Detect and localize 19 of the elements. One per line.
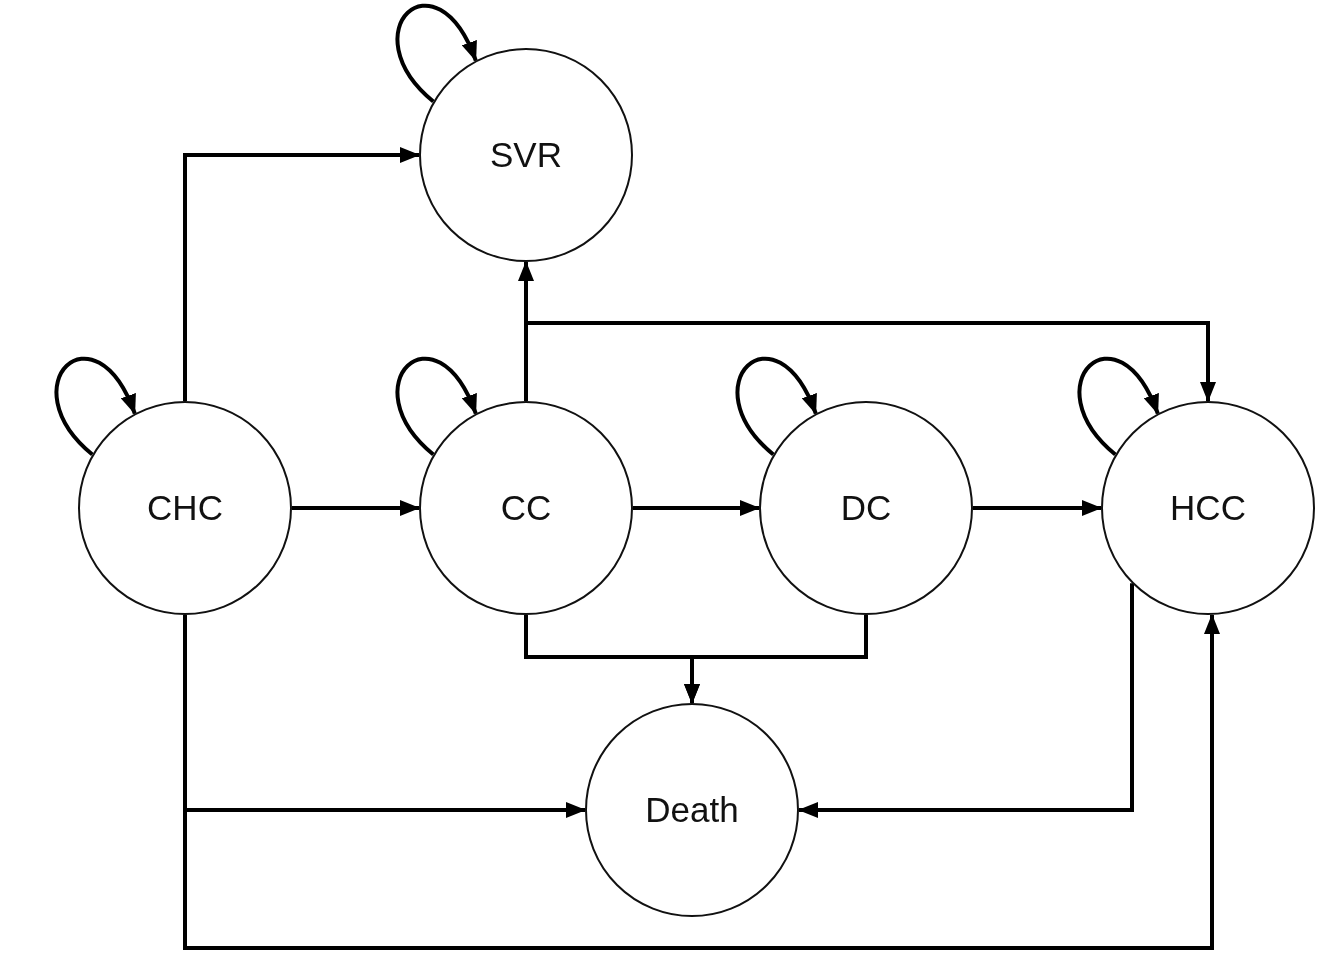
arrow — [1077, 357, 1160, 456]
state-label: HCC — [1170, 488, 1246, 528]
arrow — [973, 500, 1102, 516]
state-label: SVR — [490, 135, 562, 175]
arrow — [395, 4, 478, 103]
arrow — [524, 321, 1216, 402]
arrow — [735, 357, 818, 456]
arrow — [633, 500, 760, 516]
state-label: Death — [645, 790, 739, 830]
state-label: DC — [840, 488, 892, 528]
arrow — [292, 500, 420, 516]
arrow — [395, 357, 478, 456]
arrow — [684, 615, 868, 704]
arrow — [183, 147, 420, 401]
state-label: CHC — [147, 488, 223, 528]
state-label: CC — [500, 488, 552, 528]
arrow — [183, 613, 1220, 950]
arrow — [798, 583, 1134, 818]
arrow — [54, 357, 137, 456]
